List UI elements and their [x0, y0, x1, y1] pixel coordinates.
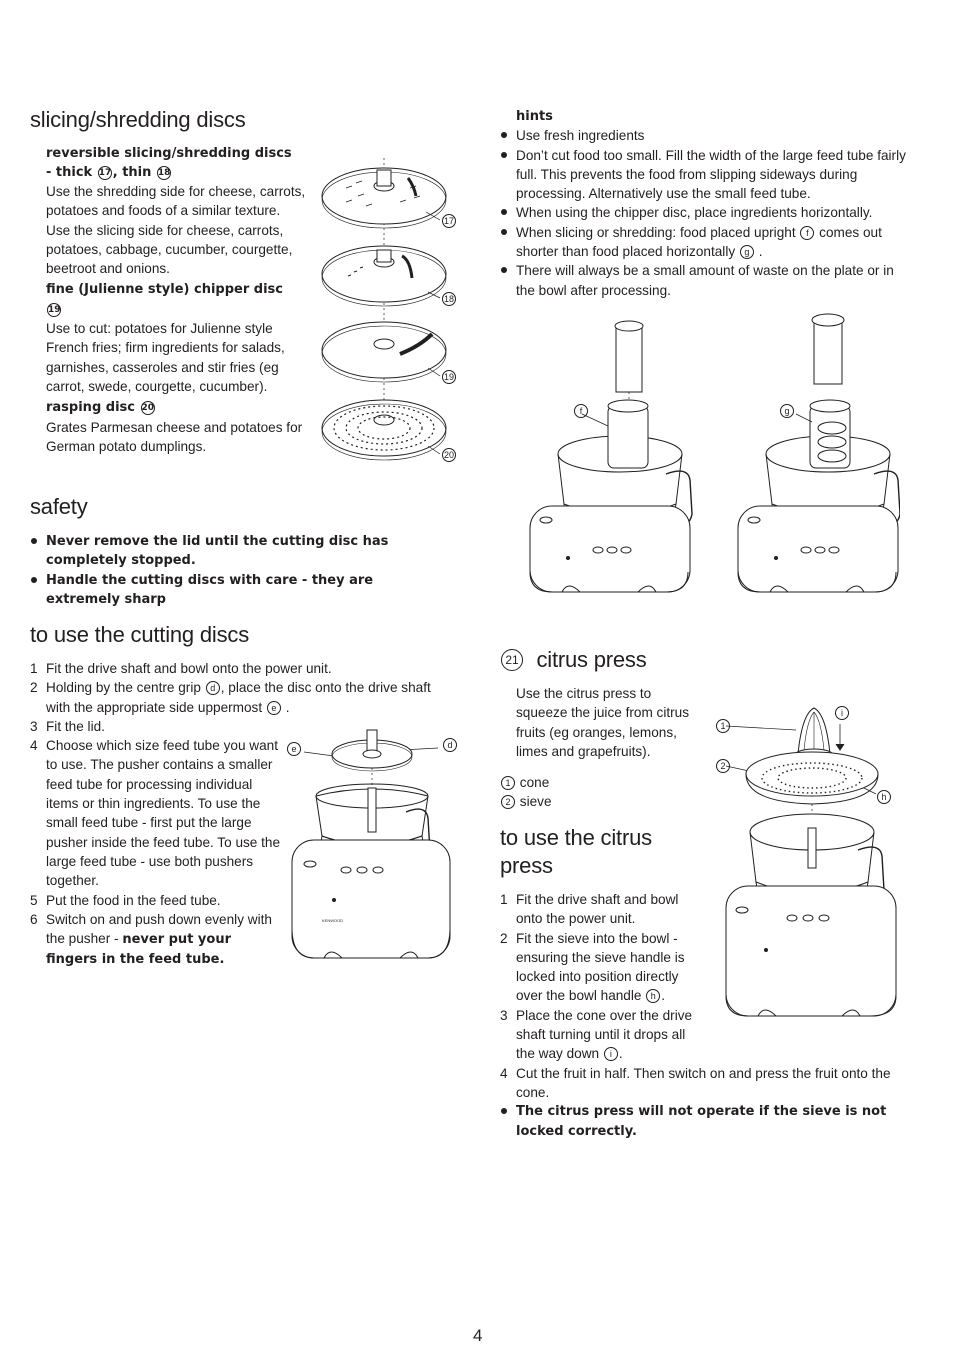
hint-4-text-b: comes out shorter than food placed horiz… [516, 224, 882, 260]
section-title-use-citrus: to use the citrus press [500, 824, 652, 880]
reversible-heading: reversible slicing/shredding discs - thi… [46, 144, 308, 182]
ref-19-icon: 19 [47, 302, 61, 317]
label-2-icon: 2 [716, 759, 730, 773]
ref-21-icon: 21 [501, 649, 523, 671]
ref-20-icon: 20 [140, 401, 155, 416]
citrus-step-3-text-a: Place the cone over the drive shaft turn… [516, 1007, 693, 1062]
use-citrus-title-a: to use the citrus [500, 825, 652, 850]
use-citrus-title-b: press [500, 853, 553, 878]
fine-text: Use to cut: potatoes for Julienne style … [46, 321, 285, 394]
section-title-safety: safety [30, 494, 88, 519]
hint-3: When using the chipper disc, place ingre… [500, 203, 914, 222]
ref-d-icon: d [205, 681, 220, 696]
step-6-text-b: never put your fingers in the feed tube. [46, 932, 231, 968]
reversible-text-1: Use the shredding side for cheese, carro… [46, 184, 306, 219]
brand-label: KENWOOD [322, 918, 343, 923]
citrus-press-illustration [725, 707, 897, 1017]
step-6-text-a: Switch on and push down evenly with the … [46, 911, 272, 947]
citrus-part-list: 1 cone 2 sieve [500, 773, 552, 812]
citrus-step-4-text: Cut the fruit in half. Then switch on an… [516, 1065, 891, 1100]
label-d-icon: d [443, 738, 457, 752]
step-3-text: Fit the lid. [46, 718, 105, 734]
ref-g-icon: g [739, 245, 754, 260]
safety-list: Never remove the lid until the cutting d… [30, 532, 410, 609]
citrus-step-3-text-b: . [618, 1046, 623, 1062]
citrus-part-cone: 1 cone [500, 773, 552, 792]
citrus-step-2-text-b: . [661, 988, 666, 1004]
rasp-heading-text: rasping disc [46, 400, 135, 416]
citrus-warning: The citrus press will not operate if the… [500, 1102, 914, 1141]
step-1-text: Fit the drive shaft and bowl onto the po… [46, 661, 332, 676]
ref-18-icon: 18 [156, 166, 171, 180]
citrus-step-1-text: Fit the drive shaft and bowl onto the po… [516, 892, 679, 927]
citrus-title-text: citrus press [536, 647, 647, 672]
label-f-icon: f [574, 404, 588, 418]
ref-i-icon: i [603, 1047, 618, 1062]
rasp-text: Grates Parmesan cheese and potatoes for … [46, 419, 303, 454]
citrus-part-sieve: 2 sieve [500, 792, 552, 811]
label-19-icon: 19 [442, 370, 456, 384]
hints-title: hints [516, 109, 553, 124]
section-title-use-discs: to use the cutting discs [30, 622, 249, 647]
step-2-text-c: . [285, 699, 290, 715]
slicing-text-block: reversible slicing/shredding discs - thi… [46, 144, 308, 456]
rasp-heading: rasping disc 20 [46, 398, 308, 417]
hints-block: hints Use fresh ingredients Don’t cut fo… [500, 107, 914, 300]
hint-2: Don’t cut food too small. Fill the width… [500, 146, 914, 204]
reversible-text-2: Use the slicing side for cheese, carrots… [46, 222, 293, 277]
fine-heading: fine (Julienne style) chipper disc 19 [46, 280, 308, 319]
cutting-discs-illustration [321, 158, 447, 461]
label-e-icon: e [287, 742, 301, 756]
label-i-icon: i [835, 706, 849, 720]
reversible-heading-c: , thin [112, 165, 152, 180]
hint-4-text-c: . [758, 244, 763, 260]
section-title-slicing: slicing/shredding discs [30, 107, 246, 132]
ref-2-icon: 2 [501, 795, 515, 810]
ref-17-icon: 17 [97, 166, 112, 180]
safety-item-1: Never remove the lid until the cutting d… [30, 532, 410, 571]
reversible-heading-a: reversible slicing/shredding discs [46, 146, 292, 161]
fine-heading-text: fine (Julienne style) chipper disc [46, 282, 284, 298]
citrus-intro: Use the citrus press to squeeze the juic… [516, 686, 690, 759]
label-g-icon: g [780, 404, 794, 418]
label-h-icon: h [877, 790, 891, 804]
label-1-icon: 1 [716, 719, 730, 733]
hint-5: There will always be a small amount of w… [500, 261, 914, 300]
step-2-text-a: Holding by the centre grip [46, 680, 201, 696]
step-4-text: Choose which size feed tube you want to … [46, 738, 281, 889]
ref-1-icon: 1 [501, 776, 515, 790]
citrus-step-2-text-a: Fit the sieve into the bowl - ensuring t… [516, 930, 685, 1004]
sieve-label: sieve [519, 794, 552, 810]
feed-tube-illustrations [529, 313, 900, 593]
page-number: 4 [473, 1326, 483, 1345]
processor-disc-illustration: KENWOOD [291, 729, 451, 959]
cone-label: cone [519, 775, 550, 790]
hint-1: Use fresh ingredients [500, 126, 914, 145]
safety-item-2: Handle the cutting discs with care - the… [30, 571, 410, 610]
citrus-title: 21 citrus press [500, 647, 647, 673]
hint-4-text-a: When slicing or shredding: food placed u… [516, 224, 796, 240]
ref-h-icon: h [646, 989, 661, 1004]
step-5-text: Put the food in the feed tube. [46, 892, 221, 908]
step-2-text-b: , place the disc onto the drive shaft wi… [46, 680, 431, 715]
label-20-icon: 20 [442, 448, 456, 462]
label-18-icon: 18 [442, 292, 456, 306]
ref-e-icon: e [266, 700, 281, 715]
label-17-icon: 17 [442, 214, 456, 228]
reversible-heading-b: - thick [46, 165, 93, 180]
hint-4: When slicing or shredding: food placed u… [500, 223, 914, 262]
ref-f-icon: f [800, 225, 815, 240]
